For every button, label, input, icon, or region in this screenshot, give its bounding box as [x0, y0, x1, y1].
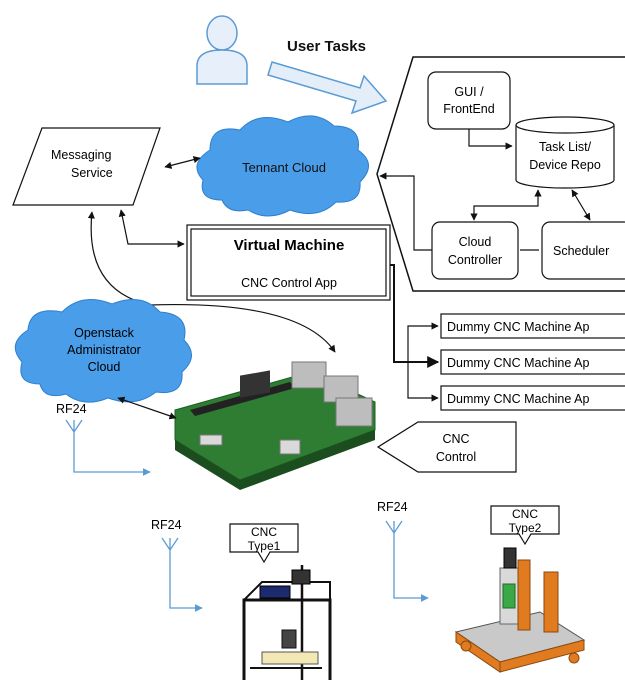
dummy-connectors: [390, 264, 440, 402]
internal-connectors: [379, 129, 591, 251]
tennant-cloud-label: Tennant Cloud: [242, 160, 326, 175]
antenna-icon-1: [65, 419, 150, 472]
cnc-type2-callout: [490, 505, 560, 546]
openstack-line2: Administrator: [67, 343, 141, 357]
openstack-cloud-shape: [14, 299, 192, 403]
openstack-line1: Openstack: [74, 326, 135, 340]
messaging-connectors: [87, 156, 336, 353]
cnc-type1-line2: Type1: [248, 539, 281, 553]
dummy-app-box-2: [440, 349, 625, 375]
user-tasks-arrow: [267, 61, 388, 115]
cnc-control-line2: Control: [436, 450, 476, 464]
dummy-app-box-3: [440, 385, 625, 411]
user-tasks-label: User Tasks: [287, 38, 366, 55]
virtual-machine-title: Virtual Machine: [234, 237, 345, 254]
cloud-controller-line1: Cloud: [459, 235, 492, 249]
cnc-type2-line2: Type2: [509, 521, 542, 535]
messaging-service-shape: [12, 127, 161, 206]
dummy-app-label-3: Dummy CNC Machine Ap: [447, 392, 589, 406]
rf24-label-3: RF24: [377, 500, 408, 514]
antenna-icon-3: [385, 520, 428, 598]
gui-frontend-box: [427, 71, 511, 130]
cnc-control-shape: [376, 421, 517, 473]
cnc-type1-line1: CNC: [251, 525, 277, 539]
task-list-line1: Task List/: [539, 140, 592, 154]
messaging-line1: Messaging: [51, 148, 111, 162]
cnc-control-line1: CNC: [442, 432, 469, 446]
messaging-line2: Service: [71, 166, 113, 180]
task-list-line2: Device Repo: [529, 158, 601, 172]
scheduler-label: Scheduler: [553, 244, 609, 258]
gui-line1: GUI /: [454, 85, 484, 99]
openstack-pi-connector: [117, 396, 177, 420]
dummy-app-label-2: Dummy CNC Machine Ap: [447, 356, 589, 370]
openstack-line3: Cloud: [88, 360, 121, 374]
rf24-label-2: RF24: [151, 518, 182, 532]
antenna-icon-2: [161, 537, 202, 608]
cloud-controller-box: [431, 221, 519, 280]
dummy-app-label-1: Dummy CNC Machine Ap: [447, 320, 589, 334]
gui-line2: FrontEnd: [443, 102, 494, 116]
rf24-label-1: RF24: [56, 402, 87, 416]
cnc-type1-callout: [229, 523, 299, 564]
scheduler-box: [541, 221, 625, 280]
cloud-controller-line2: Controller: [448, 253, 502, 267]
user-icon: [196, 15, 248, 85]
cnc-type2-line1: CNC: [512, 507, 538, 521]
dummy-app-box-1: [440, 313, 625, 339]
raspberry-pi-board-image: [174, 361, 376, 490]
task-list-database: [515, 116, 615, 189]
cnc-type1-printer-image: [242, 565, 332, 680]
virtual-machine-app: CNC Control App: [241, 276, 337, 290]
cnc-type2-mill-image: [454, 547, 586, 673]
